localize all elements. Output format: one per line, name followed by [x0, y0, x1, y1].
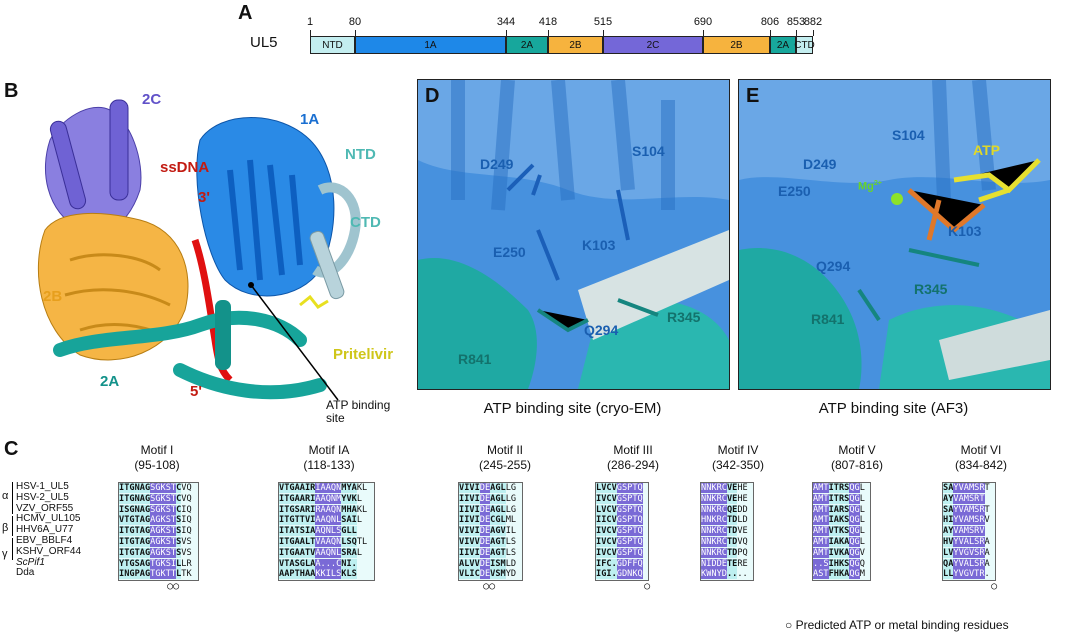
- binding-residue-markers: ○○: [459, 582, 525, 593]
- motif-name: Motif VI: [921, 443, 1041, 458]
- motif-name: Motif V: [797, 443, 917, 458]
- sequence-row: HIYVAMSRV: [943, 515, 995, 526]
- sequence-row: LVCVGSPTQ: [596, 505, 648, 516]
- sequence-row: ASTFHKAQGM: [813, 569, 870, 580]
- sequence-row: IVCVGSPTQ: [596, 548, 648, 559]
- motif-name: Motif III: [573, 443, 693, 458]
- motif-range: (118-133): [269, 458, 389, 473]
- sequence-row: NNKRCTDPQ: [701, 548, 753, 559]
- sequence-row: IVCVGSPTQ: [596, 537, 648, 548]
- sequence-row: NIDDETERE: [701, 559, 753, 570]
- sequence-row: ITGSARIRAAQNMHAKL: [279, 505, 374, 516]
- sequence-row: LVYVGVSRA: [943, 548, 995, 559]
- sequence-row: YTGSAGTGKSILLR: [119, 559, 198, 570]
- sequence-row: ITATSIAAQNLSGLL: [279, 526, 374, 537]
- sequence-row: VTGAAIRIAAQNMYAKL: [279, 483, 374, 494]
- sequence-row: AYVAMSRV: [943, 526, 995, 537]
- sequence-row: AMTITRSQGL: [813, 494, 870, 505]
- sequence-row: AMTVTKSQGL: [813, 526, 870, 537]
- sequence-row: LVCVGSPTQ: [596, 483, 648, 494]
- sequence-row: IIVIDEAGTLS: [459, 548, 522, 559]
- sequence-row: QAYVALSRA: [943, 559, 995, 570]
- sequence-row: AMTIARSQGL: [813, 505, 870, 516]
- sequence-row: VLICDEVSMYD: [459, 569, 522, 580]
- motif-title: Motif V(807-816): [797, 443, 917, 473]
- binding-residue-markers: ○: [943, 582, 997, 593]
- sequence-row: VTGTAGAGKSTSIQ: [119, 515, 198, 526]
- sequence-row: NNKRCVEHE: [701, 483, 753, 494]
- sequence-row: NNKRCTDVQ: [701, 537, 753, 548]
- sequence-row: ITGNAGSGKSTCVQ: [119, 494, 198, 505]
- legend-binding-residues: ○ Predicted ATP or metal binding residue…: [785, 618, 1009, 632]
- sequence-row: VIVIDEAGVIL: [459, 526, 522, 537]
- motif-range: (286-294): [573, 458, 693, 473]
- sequence-row: ITGAATVAAQNLSRAL: [279, 548, 374, 559]
- sequence-row: INGPAGTGKTTLTK: [119, 569, 198, 580]
- motif-sequence-block: NNKRCVEHENNKRCVEHENNKRCQEDDHNKRCTDLDNNKR…: [700, 482, 754, 581]
- sequence-row: AMTIAKAQGL: [813, 537, 870, 548]
- motif-range: (245-255): [445, 458, 565, 473]
- motif-title: Motif I(95-108): [97, 443, 217, 473]
- sequence-row: SAYVAMSRT: [943, 483, 995, 494]
- sequence-row: ..SIHKSQGQ: [813, 559, 870, 570]
- motif-title: Motif IA(118-133): [269, 443, 389, 473]
- sequence-row: VIVVDEAGTLS: [459, 537, 522, 548]
- sequence-row: KWNYD....: [701, 569, 753, 580]
- binding-residue-markers: ○: [596, 582, 650, 593]
- sequence-row: ISGNAGSGKSTCIQ: [119, 505, 198, 516]
- sequence-row: IICVGSPTQ: [596, 515, 648, 526]
- sequence-row: SAYVAMSRT: [943, 505, 995, 516]
- sequence-row: IIVIDEAGLLG: [459, 505, 522, 516]
- sequence-row: IFC.GDFFQ: [596, 559, 648, 570]
- sequence-row: VTASGLAA...CNI.: [279, 559, 374, 570]
- motif-range: (95-108): [97, 458, 217, 473]
- sequence-row: NNKRCQEDD: [701, 505, 753, 516]
- motif-range: (807-816): [797, 458, 917, 473]
- sequence-row: LLYVGVTR.: [943, 569, 995, 580]
- sequence-row: AMTIAKSQGL: [813, 515, 870, 526]
- motif-title: Motif IV(342-350): [678, 443, 798, 473]
- motif-range: (342-350): [678, 458, 798, 473]
- sequence-row: ITGAALTVAAQNLSQTL: [279, 537, 374, 548]
- sequence-row: ITGTAGAGKSTSVS: [119, 548, 198, 559]
- sequence-row: ALVVDEISMLD: [459, 559, 522, 570]
- motif-name: Motif IA: [269, 443, 389, 458]
- sequence-row: ITGTAGAGKSTSIQ: [119, 526, 198, 537]
- sequence-row: ITGTAGAGKSTSVS: [119, 537, 198, 548]
- sequence-row: NNKRCTDVE: [701, 526, 753, 537]
- motif-title: Motif II(245-255): [445, 443, 565, 473]
- sequence-row: ITGTTVIAAQNLSAIL: [279, 515, 374, 526]
- motif-name: Motif II: [445, 443, 565, 458]
- sequence-row: AAPTHAAKKILSKLS: [279, 569, 374, 580]
- sequence-row: IGI.GDNKQ: [596, 569, 648, 580]
- sequence-row: IIVIDECGLML: [459, 515, 522, 526]
- sequence-row: VIVIDEAGLLG: [459, 483, 522, 494]
- sequence-row: HNKRCTDLD: [701, 515, 753, 526]
- sequence-row: NNKRCVEHE: [701, 494, 753, 505]
- sequence-row: AMTIVKAQGV: [813, 548, 870, 559]
- sequence-row: IVCVGSPTQ: [596, 526, 648, 537]
- sequence-row: IIVIDEAGLLG: [459, 494, 522, 505]
- binding-residue-markers: ○○: [119, 582, 203, 593]
- sequence-row: ITGNAGSGKSTCVQ: [119, 483, 198, 494]
- motif-name: Motif I: [97, 443, 217, 458]
- motif-title: Motif VI(834-842): [921, 443, 1041, 473]
- motif-title: Motif III(286-294): [573, 443, 693, 473]
- sequence-row: IVCVGSPTQ: [596, 494, 648, 505]
- sequence-row: HVYVALSRA: [943, 537, 995, 548]
- motif-range: (834-842): [921, 458, 1041, 473]
- sequence-row: AYVAMSRT: [943, 494, 995, 505]
- motif-name: Motif IV: [678, 443, 798, 458]
- sequence-row: AMTITRSQGL: [813, 483, 870, 494]
- sequence-row: ITGAARIAAQNMYVKL: [279, 494, 374, 505]
